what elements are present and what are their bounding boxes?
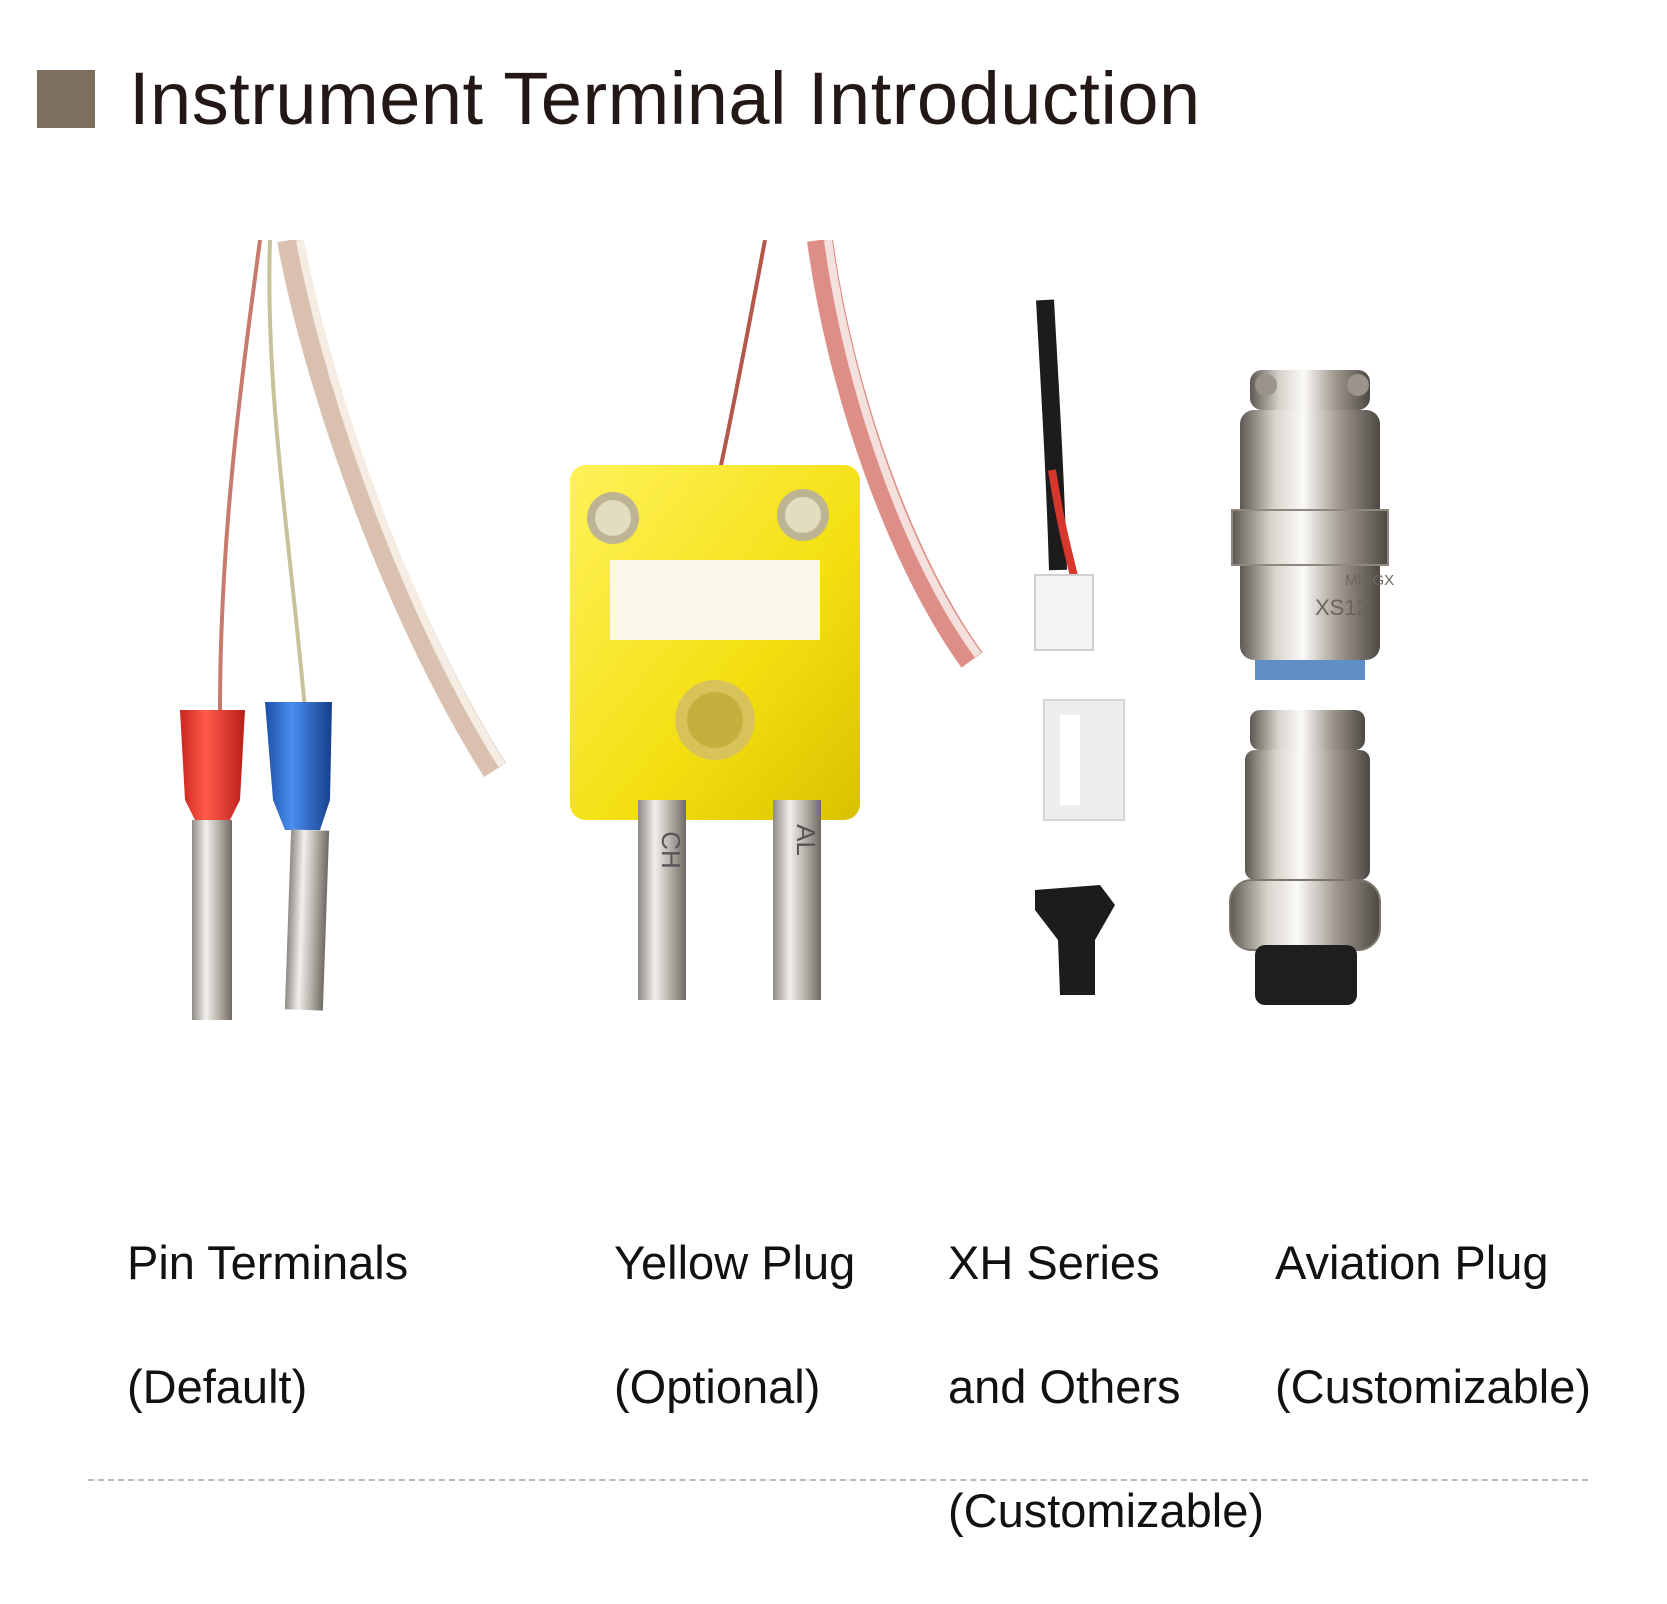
caption-line: (Customizable) — [948, 1484, 1265, 1537]
aviation-model-marking: XS12 — [1315, 595, 1369, 620]
caption-pin-terminals: Pin Terminals (Default) — [127, 1170, 408, 1480]
section-header: Instrument Terminal Introduction — [37, 62, 1201, 136]
aviation-brand-marking: MINGX — [1345, 572, 1394, 589]
caption-line: (Customizable) — [1275, 1360, 1592, 1413]
caption-yellow-plug: Yellow Plug (Optional) — [614, 1170, 855, 1480]
plug-pin-marking-right: AL — [791, 824, 821, 856]
caption-line: Pin Terminals — [127, 1236, 409, 1289]
caption-line: and Others — [948, 1360, 1181, 1413]
caption-aviation-plug: Aviation Plug (Customizable) — [1275, 1170, 1591, 1480]
plug-pin-marking-left: CH — [656, 831, 686, 869]
caption-line: (Default) — [127, 1360, 308, 1413]
terminals-photo: CH AL MINGX XS12 — [180, 240, 1394, 1020]
caption-line: Yellow Plug — [614, 1236, 856, 1289]
page-title: Instrument Terminal Introduction — [129, 57, 1201, 140]
caption-line: Aviation Plug — [1275, 1236, 1549, 1289]
caption-line: (Optional) — [614, 1360, 821, 1413]
caption-line: XH Series — [948, 1236, 1160, 1289]
xh-series-image — [1034, 299, 1125, 995]
header-square-icon — [37, 70, 95, 128]
aviation-plug-image: MINGX XS12 — [1229, 370, 1394, 1005]
dashed-divider — [88, 1479, 1588, 1481]
pin-terminals-image — [180, 240, 506, 1020]
caption-xh-series: XH Series and Others (Customizable) — [948, 1170, 1264, 1604]
yellow-plug-image: CH AL — [570, 240, 983, 1000]
